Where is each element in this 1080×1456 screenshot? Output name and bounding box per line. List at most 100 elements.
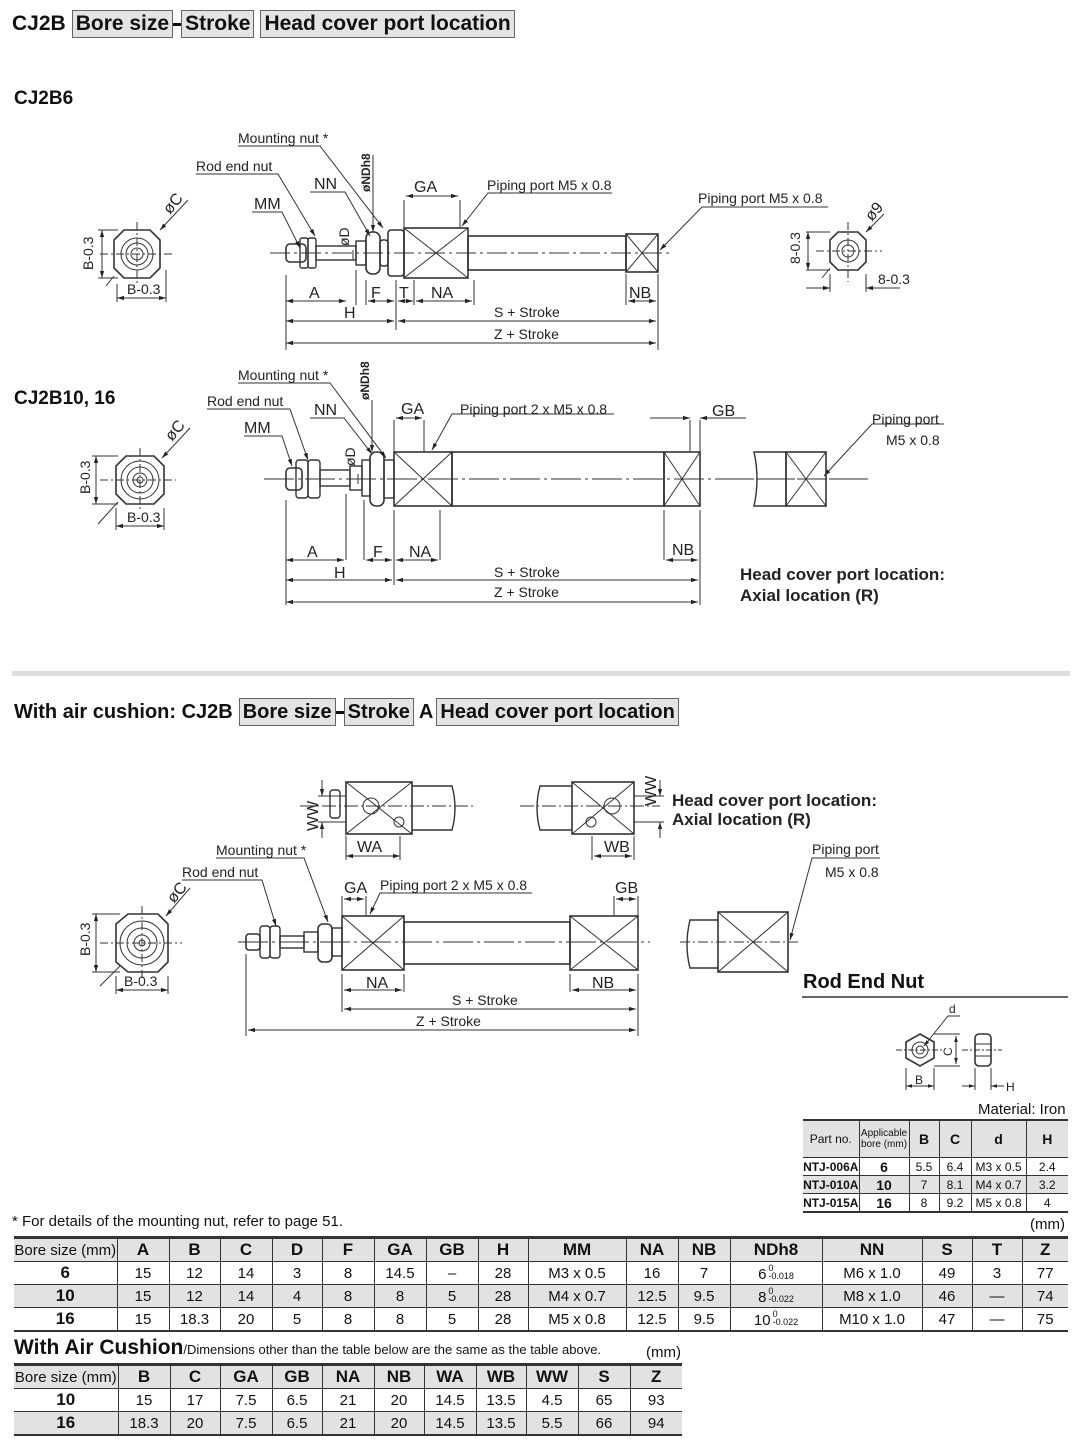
nut-c-label: C (941, 1047, 955, 1056)
cj2b10-piping-port-label: Piping port 2 x M5 x 0.8 (460, 401, 607, 417)
nd-tolerance-lower: -0.022 (772, 1316, 799, 1327)
table-cell: 8 (321, 1284, 374, 1308)
header-cell: T (971, 1237, 1022, 1262)
cushion-table-cell: 20 (373, 1388, 424, 1412)
nut-b-label: B (915, 1073, 923, 1087)
table-cell: 47 (921, 1307, 972, 1331)
rod-end-nut-drawing: d C B H (896, 1002, 1015, 1094)
cushion-top-detail-left (300, 780, 476, 860)
nut-cell: 7 (908, 1175, 939, 1194)
cj2b10-nd-label: øNDh8 (358, 361, 372, 400)
cushion-piping-port-label: Piping port 2 x M5 x 0.8 (380, 877, 527, 893)
table-cell: 75 (1021, 1307, 1068, 1331)
cj2b6-a-label: A (309, 285, 320, 302)
cushion-table-cell: 16 (56, 1413, 76, 1432)
table-cell: 4 (271, 1284, 322, 1308)
cj2b10-gb-label: GB (712, 403, 735, 420)
cushion-rod-end-nut-label: Rod end nut (182, 864, 258, 880)
table-cell: 28 (477, 1261, 528, 1285)
cushion-wa-label: WA (357, 839, 383, 856)
header-cell: B (168, 1237, 220, 1262)
header-cell: NA (625, 1237, 678, 1262)
nut-cell: M4 x 0.7 (970, 1175, 1026, 1194)
table-cell: 12 (168, 1261, 220, 1285)
cj2b10-rear-port-view (744, 451, 840, 507)
cj2b6-t-label: T (399, 285, 409, 302)
cushion-z-stroke-label: Z + Stroke (416, 1013, 481, 1029)
cj2b6-drawing: Mounting nut * Rod end nut NN øNDh8 MM ø… (80, 130, 910, 350)
head-cover-port-box: Head cover port location (260, 10, 515, 38)
table-cell: 14 (219, 1261, 272, 1285)
cushion-header-cell: B (117, 1364, 170, 1389)
nd-tolerance-upper: 0 (768, 1285, 774, 1296)
cj2b10-ga-label: GA (401, 401, 424, 418)
nut-h-label: H (1006, 1080, 1015, 1094)
cushion-bore-size-box: Bore size (238, 698, 336, 726)
nut-header-c: C (938, 1120, 971, 1158)
cushion-head-cover-port-box: Head cover port location (436, 698, 679, 726)
table-cell: 8 (373, 1284, 426, 1308)
nd-tolerance: 0-0.018 (768, 1263, 794, 1281)
table-cell: – (425, 1261, 478, 1285)
cushion-table-cell: 14.5 (423, 1388, 476, 1412)
cj2b10-mounting-nut-label: Mounting nut * (238, 367, 329, 383)
table-cell: 74 (1021, 1284, 1068, 1308)
cj2b6-rod-end-nut-label: Rod end nut (196, 158, 272, 174)
table-cell: M8 x 1.0 (821, 1284, 922, 1308)
cj2b6-title: CJ2B6 (14, 88, 74, 109)
nut-cell: 8 (908, 1193, 939, 1212)
nut-cell: 2.4 (1025, 1157, 1068, 1176)
cushion-head-cover-label-1: Head cover port location: (672, 791, 877, 810)
table-cell: 46 (921, 1284, 972, 1308)
table-cell: 16 (55, 1309, 75, 1328)
cj2b10-c-label: øC (162, 417, 189, 444)
cushion-table-cell: 18.3 (117, 1411, 170, 1435)
rod-end-nut-title: Rod End Nut (803, 971, 925, 993)
table-cell: 5 (425, 1307, 478, 1331)
table-cell: 15 (116, 1284, 169, 1308)
cushion-piping-port-right-2: M5 x 0.8 (825, 864, 879, 880)
cj2b10-a-label: A (307, 544, 318, 561)
nut-cell: 6 (858, 1157, 909, 1176)
nut-cell: NTJ-006A (803, 1159, 859, 1174)
cj2b10-b-vertical-label: B-0.3 (77, 460, 93, 494)
cushion-model-prefix: With air cushion: CJ2B (14, 700, 233, 723)
cushion-table-cell: 17 (169, 1388, 220, 1412)
table-cell: 5 (271, 1307, 322, 1331)
cj2b6-piping-port-label-2: Piping port M5 x 0.8 (698, 190, 823, 206)
cushion-top-detail-right (520, 780, 664, 860)
section-divider (12, 671, 1070, 676)
cushion-na-label: NA (366, 975, 389, 992)
cj2b6-nb-label: NB (629, 285, 651, 302)
cj2b10-rod-end-nut-label: Rod end nut (207, 393, 283, 409)
table-cell: 14 (219, 1284, 272, 1308)
cushion-table-cell: 4.5 (525, 1388, 578, 1412)
cushion-table-cell: 66 (577, 1411, 630, 1435)
header-cell: C (219, 1237, 272, 1262)
cushion-table-cell: 94 (629, 1411, 682, 1435)
header-cell: H (477, 1237, 528, 1262)
table-cell: 12.5 (625, 1284, 678, 1308)
rod-end-nut-table: Part no. Applicable bore (mm) B C d H NT… (803, 1119, 1068, 1213)
cushion-gb-label: GB (615, 880, 638, 897)
cushion-side-view (238, 915, 650, 971)
table-cell: 5 (425, 1284, 478, 1308)
cj2b10-mm-label: MM (244, 420, 271, 437)
header-cell: GA (373, 1237, 426, 1262)
cj2b10-z-stroke-label: Z + Stroke (494, 584, 559, 600)
cushion-header-cell: Bore size (mm) (14, 1368, 117, 1386)
table-cell: 3 (271, 1261, 322, 1285)
cushion-header-cell: S (577, 1364, 630, 1389)
nut-cell: 5.5 (908, 1157, 939, 1176)
cj2b10-d-label: øD (342, 447, 358, 466)
cj2b10-side-view (264, 451, 870, 507)
nut-cell: NTJ-015A (803, 1195, 859, 1210)
table-cell: 20 (219, 1307, 272, 1331)
nd-tolerance-lower: -0.018 (768, 1270, 794, 1281)
cj2b10-piping-port-right-1: Piping port (872, 411, 939, 427)
